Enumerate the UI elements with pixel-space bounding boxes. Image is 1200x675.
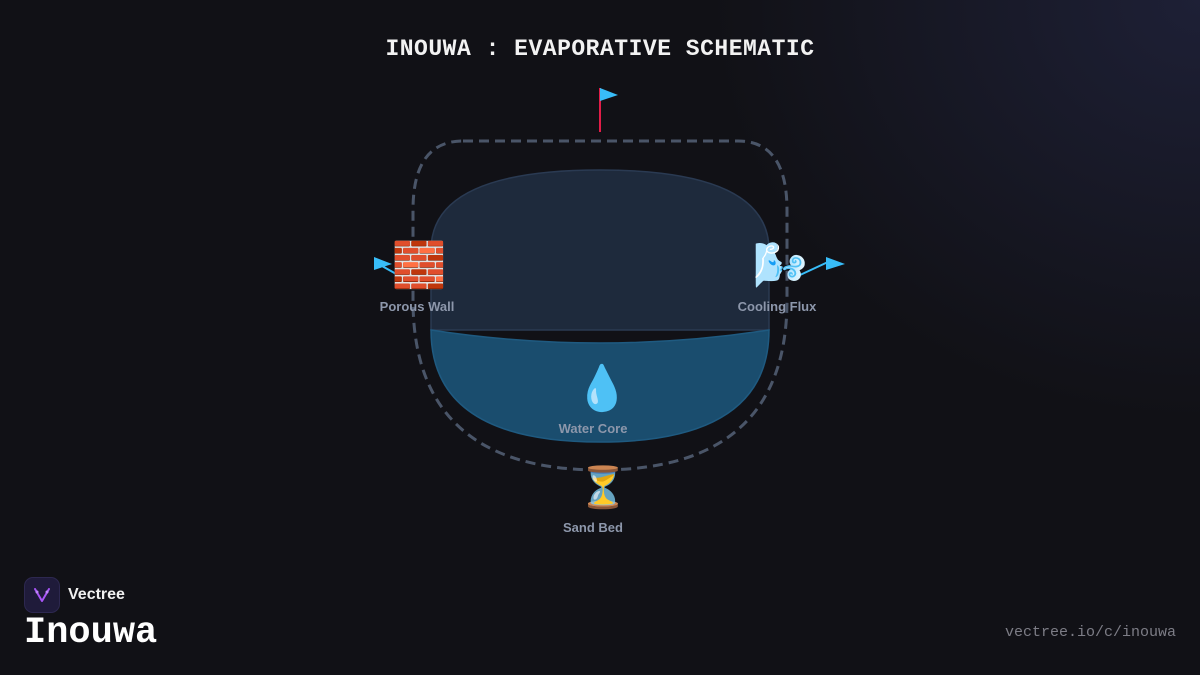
vectree-logo-icon <box>24 577 60 613</box>
flag-icon <box>600 88 618 101</box>
wind-icon: 🌬️ <box>752 240 808 291</box>
page-title: INOUWA : EVAPORATIVE SCHEMATIC <box>385 36 815 62</box>
water-core-label: Water Core <box>558 421 628 436</box>
brand-name: Vectree <box>68 586 125 603</box>
project-url[interactable]: vectree.io/c/inouwa <box>1004 624 1176 641</box>
right-flow-arrow-line <box>799 261 829 276</box>
brand-block: Vectree <box>24 577 125 613</box>
left-flow-arrowhead <box>374 257 392 270</box>
sand-bed-label: Sand Bed <box>563 520 623 535</box>
hourglass-icon: ⏳ <box>578 465 628 511</box>
droplet-icon: 💧 <box>574 363 630 414</box>
project-name: Inouwa <box>24 612 158 654</box>
left-flow-arrow-line <box>381 265 399 276</box>
porous-wall-label: Porous Wall <box>379 299 455 314</box>
cooling-flux-label: Cooling Flux <box>737 299 817 314</box>
brick-icon: 🧱 <box>391 240 447 291</box>
vessel-body <box>430 169 770 331</box>
right-flow-arrowhead <box>826 257 845 270</box>
water-core-fill <box>430 329 770 443</box>
outer-shell-outline <box>411 139 789 472</box>
